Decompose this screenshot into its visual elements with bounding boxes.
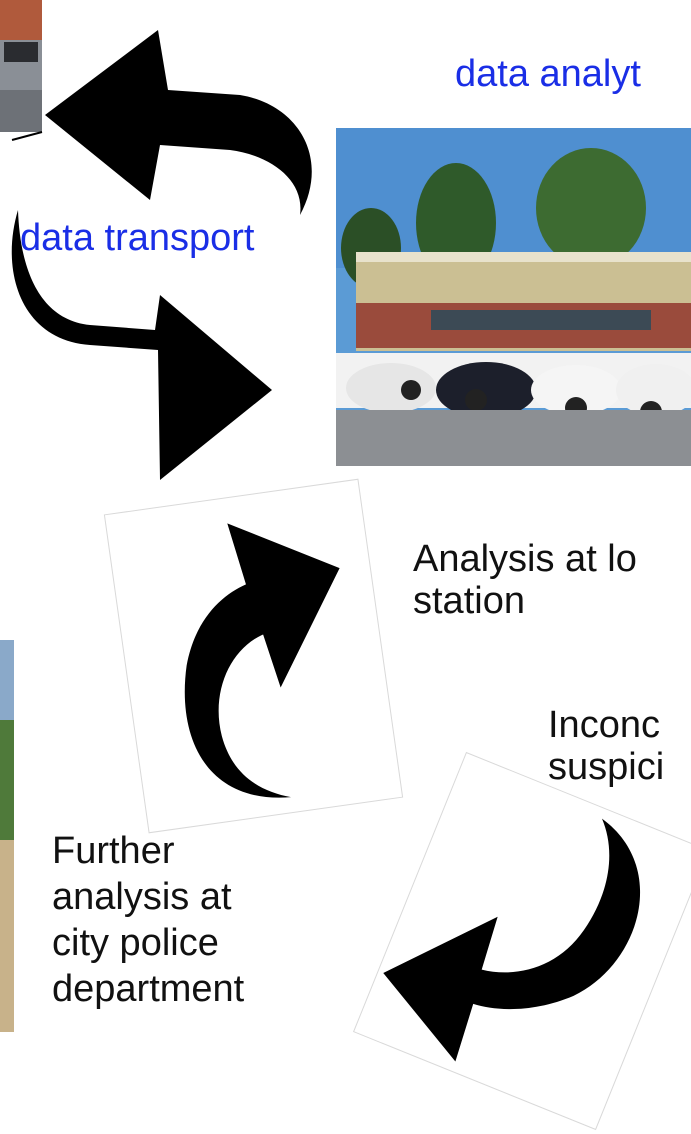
inconclusive-label: Inconc suspici <box>548 704 665 788</box>
street-scene-photo <box>0 0 42 132</box>
data-analytics-label: data analyt <box>455 53 641 95</box>
police-station-photo <box>336 128 691 466</box>
arrow-left-icon <box>45 30 312 215</box>
arrow-card-upper <box>103 478 404 834</box>
curved-arrow-down-icon <box>383 818 641 1062</box>
data-transport-label: data transport <box>20 217 255 259</box>
curved-arrow-up-icon <box>184 523 340 798</box>
arrow-card-lower <box>352 751 691 1131</box>
arrow-right-icon <box>11 210 273 480</box>
outdoor-scene-photo <box>0 640 14 1032</box>
analysis-local-label: Analysis at lo station <box>413 538 637 622</box>
further-analysis-label: Further analysis at city police departme… <box>52 830 245 1010</box>
loop-arrows-icon <box>11 30 312 480</box>
